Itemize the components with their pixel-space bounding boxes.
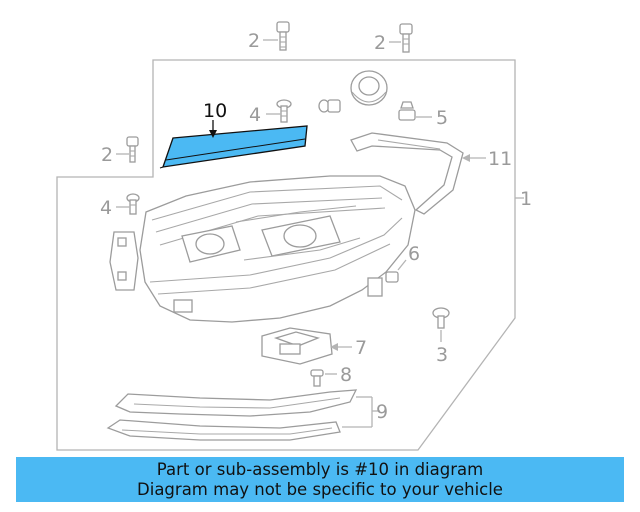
callout-2-left: 2	[101, 144, 113, 166]
callout-1: 1	[520, 188, 532, 210]
callout-3: 3	[436, 344, 448, 366]
banner-line-2: Diagram may not be specific to your vehi…	[137, 480, 503, 499]
assembly-outline	[56, 59, 516, 451]
clip-part-6	[385, 271, 399, 283]
parts-diagram: 2 2 4 5 10	[56, 21, 532, 451]
banner-line-1: Part or sub-assembly is #10 in diagram	[156, 460, 484, 479]
screw-part-4-left	[126, 193, 140, 215]
callout-8: 8	[340, 364, 352, 386]
trim-strips-part-9	[106, 389, 358, 441]
callout-2-top-right: 2	[374, 32, 386, 54]
bolt-part-2-top-left	[276, 21, 290, 51]
callout-7: 7	[355, 337, 367, 359]
info-banner: Part or sub-assembly is #10 in diagram D…	[16, 457, 624, 502]
callout-10: 10	[203, 100, 227, 122]
callout-2-top-left: 2	[248, 30, 260, 52]
screw-part-8	[310, 369, 324, 387]
grommet-part	[350, 70, 388, 106]
bolt-part-2-top-right	[399, 23, 413, 53]
callout-5: 5	[436, 107, 448, 129]
screw-part-4-top	[276, 99, 292, 123]
callout-4-left: 4	[100, 197, 112, 219]
bolt-part-2-left	[126, 136, 139, 163]
headlamp-housing	[109, 175, 416, 323]
callout-6: 6	[408, 243, 420, 265]
clip-part-5	[398, 101, 416, 121]
callout-11: 11	[488, 148, 512, 170]
screw-part-3	[432, 307, 450, 329]
module-part-7	[261, 327, 333, 365]
callout-4-top: 4	[249, 104, 261, 126]
bulb-part	[318, 99, 341, 113]
trim-part-11	[350, 132, 464, 215]
highlighted-part-10	[159, 125, 308, 169]
callout-9: 9	[376, 401, 388, 423]
